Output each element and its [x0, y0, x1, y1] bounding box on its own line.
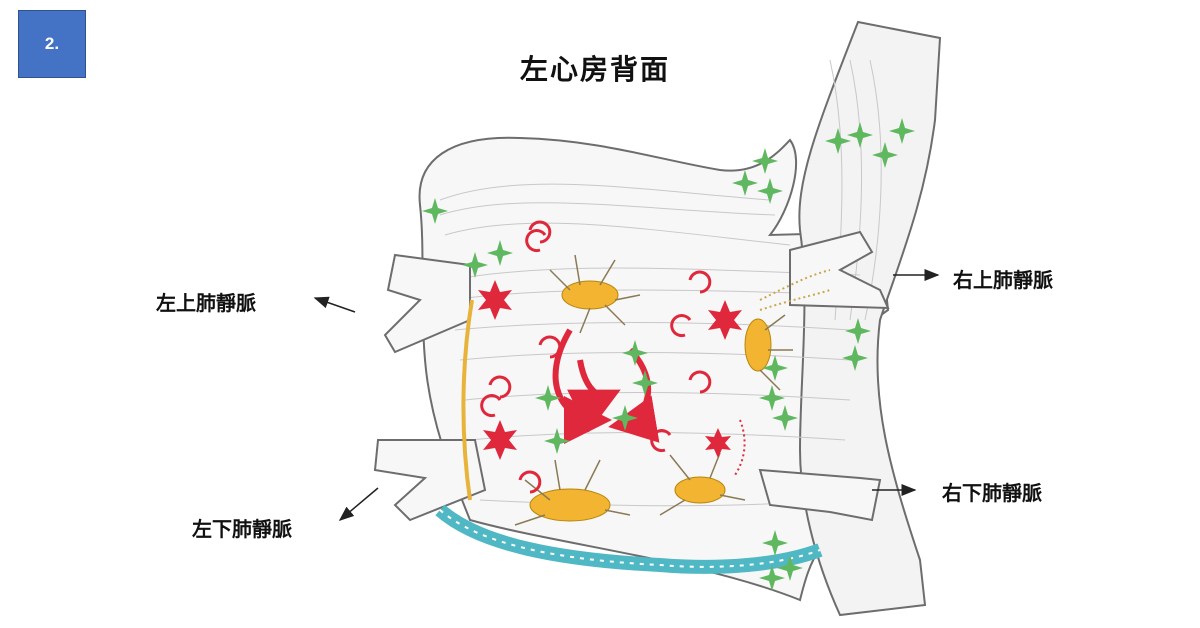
green-sparkles	[422, 118, 915, 591]
label-right-lower-pulmonary-vein: 右下肺靜脈	[942, 481, 1042, 505]
reentry-arrows	[552, 328, 660, 444]
vena-cava-tube	[798, 20, 942, 617]
marshall-ligament	[461, 299, 474, 501]
label-right-upper-pulmonary-vein: 右上肺靜脈	[953, 268, 1053, 292]
arrow-left-lower	[338, 487, 379, 521]
dotted-conduction-right	[734, 419, 746, 476]
dotted-fibers-right-upper	[759, 269, 831, 311]
trigger-foci	[478, 280, 742, 460]
ganglionated-plexi	[529, 280, 772, 522]
slide-number: 2.	[44, 34, 60, 53]
label-left-lower-pulmonary-vein: 左下肺靜脈	[192, 517, 292, 541]
rotor-symbols	[480, 220, 712, 494]
left-lower-vein-tube	[373, 439, 487, 522]
slide-number-badge: 2.	[18, 10, 86, 78]
arrow-left-upper	[313, 296, 356, 313]
label-left-upper-pulmonary-vein: 左上肺靜脈	[156, 291, 256, 315]
right-lower-vein-tube	[758, 468, 882, 522]
right-upper-vein-tube	[789, 230, 890, 310]
left-upper-vein-tube	[383, 253, 471, 354]
page-title: 左心房背面	[520, 53, 671, 86]
